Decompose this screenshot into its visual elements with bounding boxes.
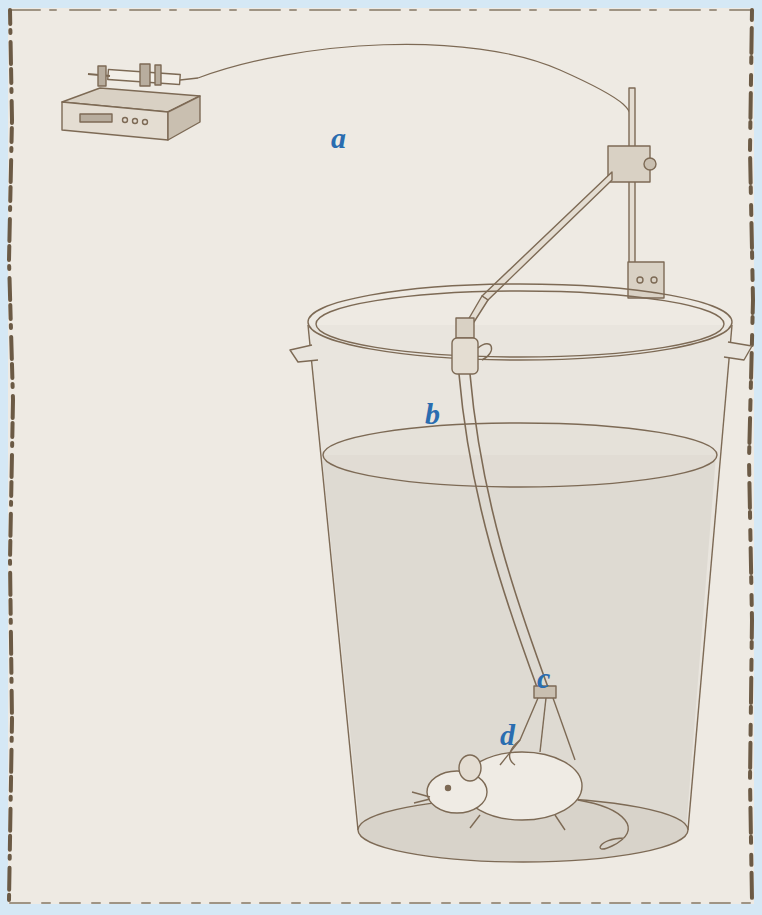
swivel-loop <box>478 344 492 360</box>
electrode-lead <box>553 698 575 760</box>
bottom-edge <box>10 902 752 904</box>
bucket-body <box>308 325 732 830</box>
infusion-tubing <box>198 44 633 145</box>
whisker <box>414 799 430 803</box>
clamp-screw <box>651 277 657 283</box>
whisker <box>412 792 430 797</box>
pump-display <box>80 114 112 122</box>
clamp-screw <box>637 277 643 283</box>
top-edge <box>10 9 752 11</box>
bucket-rim <box>308 284 732 360</box>
mouse <box>412 686 628 849</box>
electrode-lead <box>540 698 546 752</box>
tether <box>470 374 549 690</box>
mouse-leg <box>555 815 565 830</box>
ring-stand <box>468 88 664 322</box>
pump-button <box>133 119 138 124</box>
pump-button <box>143 120 148 125</box>
callout-letter: a <box>331 121 346 155</box>
rough-edges <box>9 10 753 903</box>
left-edge <box>9 10 13 900</box>
sketch <box>62 44 752 862</box>
pump-button <box>123 118 128 123</box>
pump-clamp <box>140 64 150 86</box>
syringe-needle <box>180 78 198 80</box>
right-edge <box>749 10 753 900</box>
swivel-top <box>456 318 474 338</box>
bucket-handle <box>290 345 318 362</box>
pump-front <box>62 102 168 140</box>
callout-letter: d <box>500 718 515 752</box>
clamp-knob <box>644 158 656 170</box>
mouse-leg <box>470 815 480 828</box>
water-surface <box>323 423 717 487</box>
pump-side <box>168 96 200 140</box>
swivel-body <box>452 338 478 374</box>
electrode-lead <box>500 698 538 765</box>
mouse-tail <box>578 800 628 849</box>
tether <box>459 374 538 690</box>
mouse-ear <box>459 755 481 781</box>
bucket-rim-inner <box>316 291 724 357</box>
syringe-pump <box>62 64 200 140</box>
callout-letter: b <box>425 397 440 431</box>
holder-arm <box>482 172 612 300</box>
bucket-handle <box>724 342 752 360</box>
mouse-eye <box>446 786 451 791</box>
pump-clamp <box>98 66 106 86</box>
callout-letter: c <box>537 661 550 695</box>
water-bucket <box>290 284 752 862</box>
water-volume <box>322 455 716 830</box>
pump-clamp <box>155 65 161 85</box>
swivel-tether <box>452 318 549 690</box>
bucket-wall <box>308 325 358 830</box>
paper <box>8 8 754 904</box>
bucket-wall <box>688 325 732 830</box>
